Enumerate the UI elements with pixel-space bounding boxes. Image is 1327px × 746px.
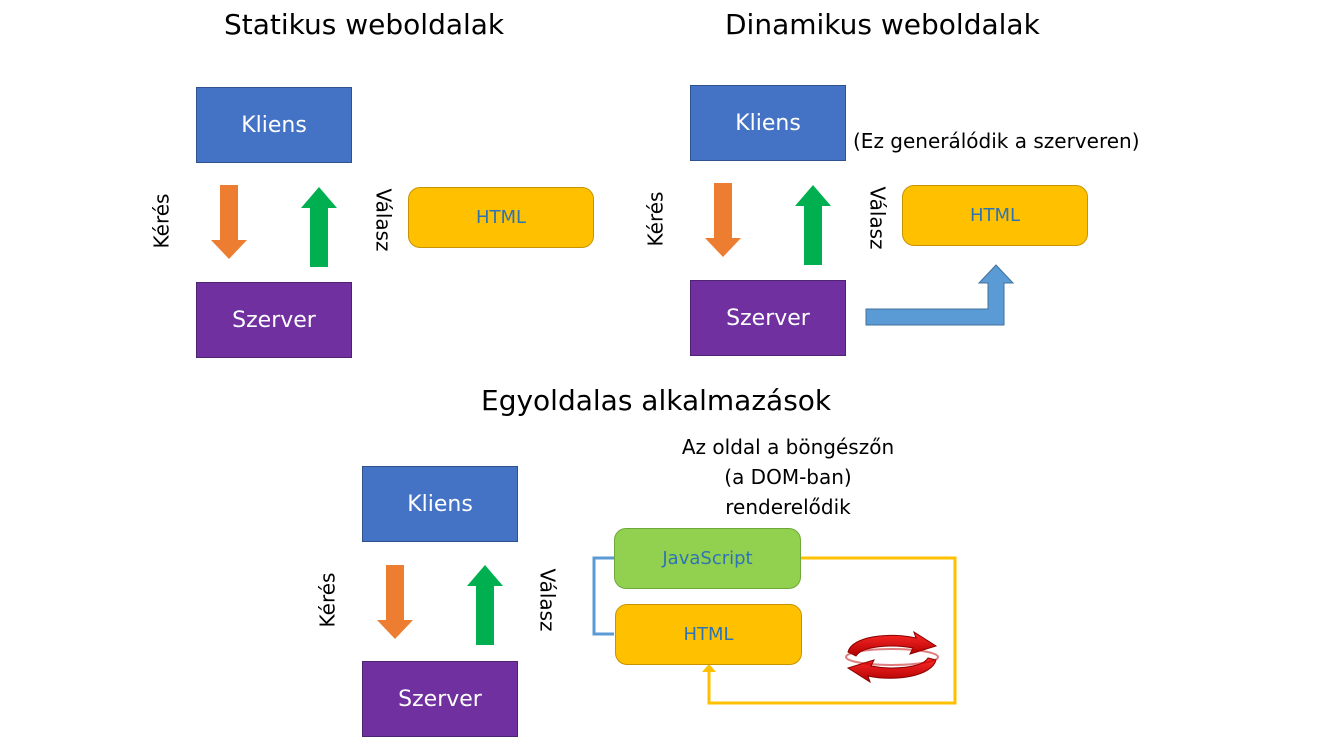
static-response-arrow [301, 187, 337, 267]
dynamic-request-arrow [705, 183, 741, 257]
js-html-connector-line [592, 556, 614, 636]
spa-note-line-3: renderelődik [725, 495, 851, 519]
spa-note: Az oldal a böngészőn (a DOM-ban) rendere… [650, 432, 926, 522]
static-request-arrow [211, 185, 247, 259]
spa-html-box: HTML [615, 604, 802, 665]
spa-request-arrow [377, 565, 413, 639]
static-server-box: Szerver [196, 282, 352, 358]
refresh-cycle-icon [845, 630, 939, 684]
static-html-box: HTML [408, 187, 594, 248]
dynamic-response-arrow [795, 185, 831, 265]
render-loop-line [707, 556, 957, 705]
generate-arrow [865, 264, 1015, 326]
dynamic-section-title: Dinamikus weboldalak [725, 8, 1040, 41]
spa-client-box: Kliens [362, 466, 518, 542]
static-client-box: Kliens [196, 87, 352, 163]
dynamic-html-box: HTML [902, 185, 1088, 246]
dynamic-note: (Ez generálódik a szerveren) [853, 129, 1140, 153]
spa-javascript-box: JavaScript [614, 528, 801, 589]
spa-note-line-1: Az oldal a böngészőn [681, 435, 895, 459]
dynamic-server-box: Szerver [690, 280, 846, 356]
spa-section-title: Egyoldalas alkalmazások [481, 384, 832, 417]
spa-note-line-2: (a DOM-ban) [724, 465, 852, 489]
static-section-title: Statikus weboldalak [224, 8, 505, 41]
dynamic-client-box: Kliens [690, 85, 846, 161]
render-loop-arrowhead [702, 664, 716, 672]
spa-response-arrow [467, 565, 503, 645]
spa-server-box: Szerver [362, 661, 518, 737]
